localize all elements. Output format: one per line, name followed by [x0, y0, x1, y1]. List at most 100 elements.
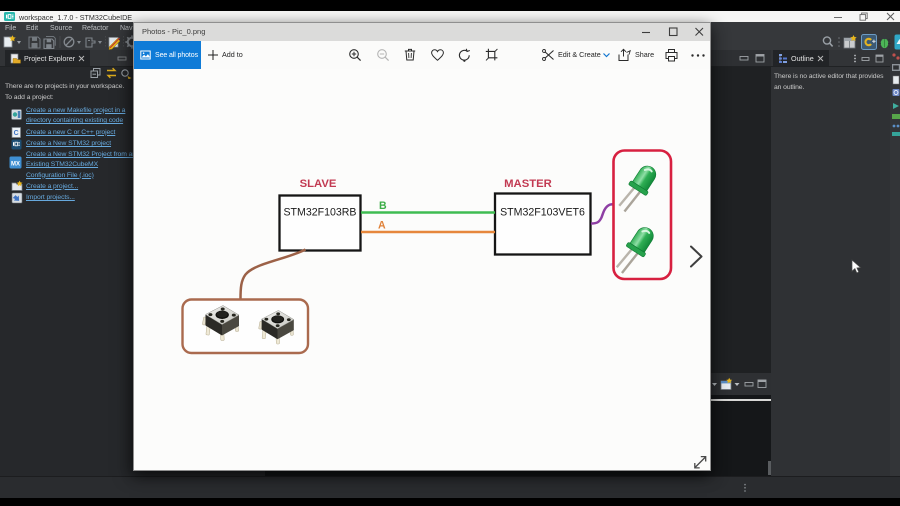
outline-view-menu-icon[interactable] [854, 54, 856, 63]
link-cubemx-project[interactable]: Create a New STM32 Project from an Exist… [26, 150, 136, 182]
strip-breakpoints-icon[interactable] [892, 53, 900, 60]
device-config-perspective-icon[interactable] [894, 34, 900, 50]
console-toolbar [712, 377, 767, 390]
link-import-projects[interactable]: Import projects... [26, 194, 75, 201]
strip-file-icon[interactable] [892, 75, 900, 85]
link-create-project[interactable]: Create a project... [26, 182, 79, 190]
photos-maximize-button[interactable] [665, 27, 681, 37]
photos-window-title: Photos - Pic_0.png [142, 27, 206, 36]
tab-project-explorer-label: Project Explorer [24, 53, 76, 63]
led-1 [613, 160, 662, 218]
explorer-minimize-icon[interactable] [117, 55, 131, 62]
search-icon[interactable] [822, 36, 834, 47]
launch-icon[interactable] [85, 37, 96, 48]
rotate-icon[interactable] [457, 48, 472, 62]
outline-panel: Outline There is no active edit [771, 50, 890, 476]
see-more-icon[interactable] [690, 53, 706, 58]
link-makefile-line1[interactable]: Create a new Makefile project in a [26, 106, 126, 114]
delete-icon[interactable] [403, 47, 417, 62]
save-icon[interactable] [28, 36, 41, 49]
tab-outline-close-icon[interactable] [817, 55, 824, 62]
collapse-all-icon[interactable] [90, 68, 101, 78]
svg-text:MX: MX [11, 161, 20, 167]
strip-progress-icon[interactable] [892, 114, 900, 119]
new-wizard-icon[interactable] [3, 35, 16, 48]
link-with-editor-icon[interactable] [106, 67, 117, 79]
share-label[interactable]: Share [635, 50, 655, 59]
open-perspective-icon[interactable] [843, 35, 857, 49]
photos-window: Photos - Pic_0.png See all photos [133, 22, 711, 471]
strip-bar-icon[interactable] [892, 132, 900, 136]
link-makefile-line2[interactable]: directory containing existing code [26, 117, 124, 124]
open-console-icon[interactable] [720, 377, 733, 390]
menu-refactor[interactable]: Refactor [82, 25, 109, 32]
led-group-box [612, 149, 673, 281]
ide-restore-button[interactable] [856, 12, 872, 21]
ide-toolbar-left-icons [3, 35, 138, 50]
add-to-label[interactable]: Add to [222, 50, 243, 59]
add-to-icon[interactable] [207, 49, 219, 61]
expand-icon[interactable] [694, 455, 707, 469]
wiring-diagram: SLAVE STM32F103RB MASTER STM32F103VET6 B… [181, 149, 707, 469]
outline-maximize-icon[interactable] [875, 54, 884, 63]
editor-stack-controls [739, 54, 765, 63]
crop-icon[interactable] [485, 48, 499, 62]
wire-b-label: B [379, 200, 387, 212]
console-maximize-icon[interactable] [757, 379, 767, 388]
favorite-icon[interactable] [430, 48, 445, 62]
mouse-cursor [851, 259, 862, 274]
breakpoints-dropdown-icon[interactable] [77, 41, 81, 44]
link-cubemx-line1[interactable]: Create a New STM32 Project from an [26, 150, 136, 158]
strip-console-icon[interactable] [892, 64, 900, 71]
tab-close-icon[interactable] [78, 55, 85, 62]
outline-minimize-icon[interactable] [861, 57, 870, 61]
menu-source[interactable]: Source [50, 25, 73, 32]
ide-window-title: workspace_1.7.0 - STM32CubeIDE [19, 12, 133, 22]
skip-all-breakpoints-icon[interactable] [63, 36, 75, 48]
stm32-project-icon [11, 139, 22, 149]
edit-create-chevron-icon[interactable] [602, 52, 611, 59]
menu-file[interactable]: File [5, 25, 17, 32]
edit-create-icon[interactable] [542, 49, 555, 61]
console-minimize-icon[interactable] [744, 382, 754, 387]
link-cubemx-line3[interactable]: Configuration File (.ioc) [26, 171, 94, 179]
share-icon[interactable] [617, 48, 632, 62]
next-photo-arrow[interactable] [690, 245, 703, 268]
link-makefile-project[interactable]: Create a new Makefile project in a direc… [26, 106, 125, 127]
focus-on-active-task-icon[interactable] [121, 69, 132, 79]
photos-toolbar: See all photos Add to [134, 41, 710, 69]
link-c-cpp-project[interactable]: Create a new C or C++ project [26, 128, 116, 136]
wire-a-label: A [378, 220, 386, 232]
link-stm32-project[interactable]: Create a New STM32 project [26, 140, 112, 147]
strip-dots-icon[interactable] [892, 124, 900, 128]
cpp-perspective-button[interactable] [861, 34, 877, 50]
edit-create-label[interactable]: Edit & Create [558, 50, 601, 59]
explorer-empty-line2: To add a project: [5, 94, 54, 101]
new-dropdown-icon[interactable] [17, 41, 21, 44]
launch-dropdown-icon[interactable] [98, 41, 102, 44]
debug-perspective-icon[interactable] [878, 35, 891, 49]
cubemx-project-icon: MX [9, 156, 22, 169]
minimize-view-icon[interactable] [739, 56, 749, 61]
link-cubemx-line2[interactable]: Existing STM32CubeMX [26, 161, 99, 168]
ide-minimize-button[interactable] [830, 13, 846, 21]
print-icon[interactable] [664, 48, 679, 62]
tab-outline[interactable]: Outline [773, 50, 829, 66]
display-console-dropdown-icon[interactable] [712, 383, 717, 386]
save-all-icon[interactable] [43, 36, 56, 50]
zoom-in-icon[interactable] [348, 48, 362, 62]
console-scrollbar[interactable] [768, 461, 771, 475]
zoom-out-icon[interactable] [376, 48, 390, 62]
open-console-dropdown-icon[interactable] [734, 383, 740, 386]
ide-close-button[interactable] [883, 12, 899, 21]
mark-occurrences-icon[interactable] [108, 37, 121, 50]
photos-close-button[interactable] [691, 27, 707, 37]
photos-minimize-button[interactable] [638, 27, 654, 37]
strip-arrow-icon[interactable] [893, 103, 899, 109]
strip-search-icon[interactable] [892, 89, 900, 96]
photos-titlebar[interactable]: Photos - Pic_0.png [134, 23, 710, 41]
outline-view-controls [854, 54, 884, 63]
tab-project-explorer[interactable]: Project Explorer [5, 50, 91, 66]
menu-edit[interactable]: Edit [26, 25, 39, 32]
see-all-photos-button[interactable]: See all photos [134, 41, 201, 69]
